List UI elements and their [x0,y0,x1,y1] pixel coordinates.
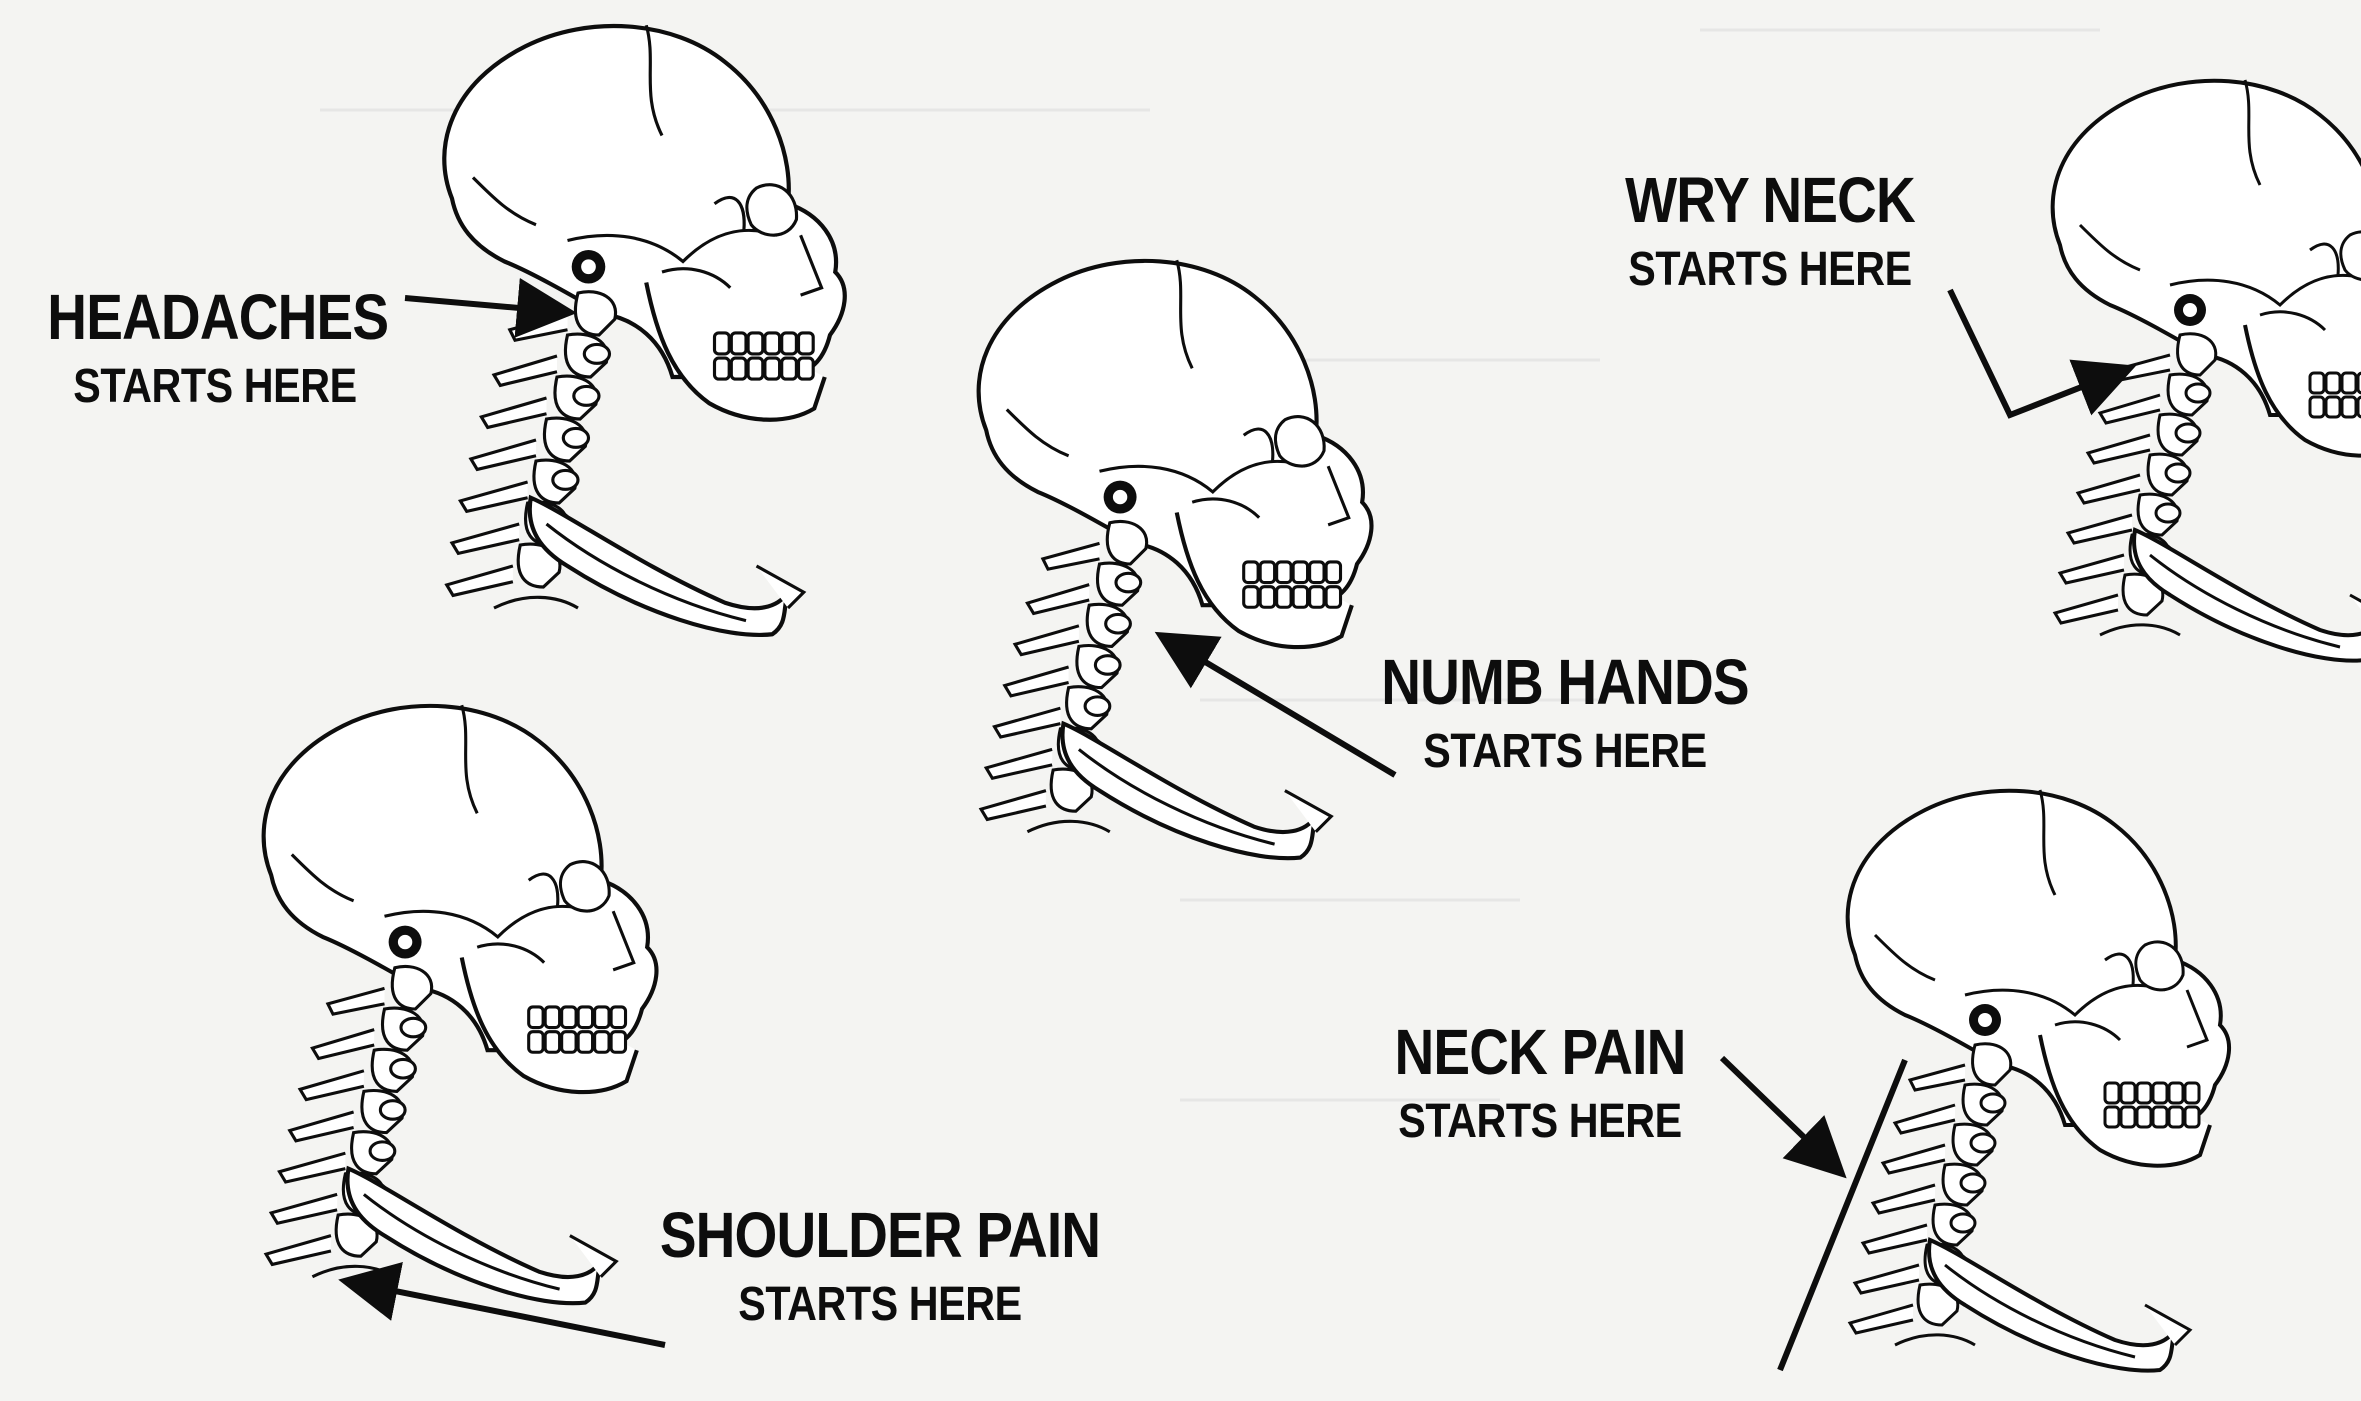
numb-hands-title: NUMB HANDS [1376,650,1754,714]
neck-pain-subtitle: STARTS HERE [1385,1098,1695,1146]
wry-neck-title: WRY NECK [1620,168,1921,232]
headaches-subtitle: STARTS HERE [47,363,382,411]
numb-hands-subtitle: STARTS HERE [1376,728,1754,776]
headaches-label: HEADACHES STARTS HERE [47,285,382,411]
skull-spine-illustration [979,260,1372,858]
wry-neck-subtitle: STARTS HERE [1620,246,1921,294]
shoulder-pain-label: SHOULDER PAIN STARTS HERE [656,1203,1103,1329]
pointer-arrow [1165,638,1395,775]
pointer-arrow [1950,290,2125,415]
neck-pain-label: NECK PAIN STARTS HERE [1385,1020,1695,1146]
headaches-title: HEADACHES [47,285,382,349]
shoulder-pain-subtitle: STARTS HERE [656,1281,1103,1329]
pointer-arrow [1722,1058,1838,1170]
wry-neck-label: WRY NECK STARTS HERE [1620,168,1921,294]
skull-spine-illustration [2053,80,2361,661]
shoulder-pain-title: SHOULDER PAIN [656,1203,1103,1267]
skull-spine-illustration [1848,790,2229,1371]
skull-spine-illustration [444,25,844,635]
skull-spine-illustration [264,705,657,1303]
numb-hands-label: NUMB HANDS STARTS HERE [1376,650,1754,776]
neck-pain-title: NECK PAIN [1385,1020,1695,1084]
pointer-arrow [405,298,565,312]
